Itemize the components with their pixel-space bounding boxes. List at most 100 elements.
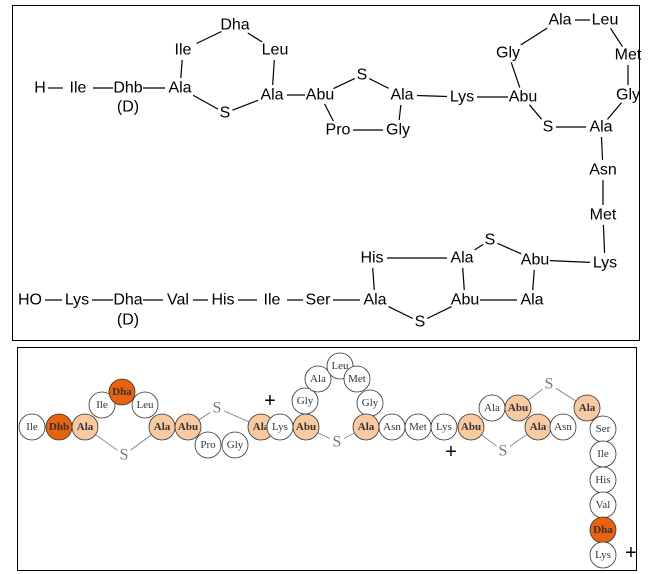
bond-line <box>602 224 606 254</box>
residue-label: Ala <box>450 250 473 267</box>
residue-bead <box>108 378 136 406</box>
bond-line <box>600 136 604 161</box>
bond-line <box>474 243 484 251</box>
bead-label: Ser <box>596 423 611 435</box>
bead-label: Gly <box>297 395 314 407</box>
bond-line <box>520 27 548 46</box>
bead-label: Abu <box>461 421 481 433</box>
residue-bead <box>131 391 159 419</box>
bead-label: Abu <box>178 421 198 433</box>
bead-label: Gly <box>227 439 244 451</box>
residue-label: Gly <box>616 87 640 104</box>
residue-label: Asn <box>589 162 617 179</box>
residue-bead <box>221 431 249 459</box>
residue-bead <box>504 394 532 422</box>
bead-label: Dha <box>593 524 613 536</box>
residue-label: (D) <box>117 99 139 116</box>
bead-label: Ala <box>154 421 171 433</box>
residue-bead <box>304 365 332 393</box>
residue-label: Val <box>167 292 189 309</box>
residue-label: Lys <box>593 255 617 272</box>
residue-label: Dhb <box>113 80 142 97</box>
bond-line <box>333 77 356 90</box>
residue-label: Gly <box>386 122 410 139</box>
residue-bead <box>174 413 202 441</box>
residue-label: Ile <box>264 292 281 309</box>
bead-label: Ala <box>77 421 94 433</box>
bond-line <box>272 59 275 86</box>
bond-line <box>232 99 259 111</box>
residue-label: Gly <box>496 45 520 62</box>
sulfur-label: S <box>499 443 508 460</box>
residue-label: Ala <box>363 292 386 309</box>
sulfur-label: S <box>120 447 129 464</box>
residue-label: Abu <box>509 89 537 106</box>
bead-label: Ile <box>96 399 108 411</box>
bead-label: Leu <box>136 399 154 411</box>
residue-label: S <box>220 105 231 122</box>
residue-bead <box>589 541 617 569</box>
residue-label: S <box>485 232 496 249</box>
bead-label: Lys <box>272 421 288 433</box>
positive-charge-label: + <box>445 441 457 463</box>
residue-label: Abu <box>306 87 334 104</box>
residue-label: His <box>211 292 234 309</box>
bead-label: Asn <box>554 421 572 433</box>
residue-label: (D) <box>117 312 139 329</box>
bead-label: Val <box>596 499 611 511</box>
residue-label: S <box>357 67 368 84</box>
residue-label: Dha <box>220 17 249 34</box>
sulfur-label: S <box>333 434 342 451</box>
residue-label: His <box>360 250 383 267</box>
residue-bead <box>291 387 319 415</box>
residue-bead <box>457 413 485 441</box>
residue-label: Ser <box>306 292 332 309</box>
bond-line <box>426 306 452 320</box>
sulfur-label: S <box>213 400 222 417</box>
bead-model-frame <box>17 347 637 571</box>
structural-formula-frame <box>12 5 640 341</box>
bead-label: Lys <box>595 549 611 561</box>
sulfur-label: S <box>545 376 554 393</box>
residue-label: S <box>415 314 426 331</box>
bead-label: Dhb <box>49 421 69 433</box>
bond-line <box>549 260 591 263</box>
bead-label: Dha <box>112 386 132 398</box>
residue-label: Ala <box>260 87 283 104</box>
bead-label: Ala <box>310 373 326 385</box>
residue-label: Met <box>615 47 642 64</box>
residue-bead <box>71 413 99 441</box>
residue-bead <box>18 413 46 441</box>
residue-label: Leu <box>592 12 619 29</box>
bead-label: Pro <box>200 439 216 451</box>
bond-line <box>388 306 414 320</box>
residue-label: Pro <box>326 122 351 139</box>
residue-label: Ala <box>168 80 191 97</box>
residue-label: Ala <box>520 292 543 309</box>
bond-line <box>532 269 535 291</box>
bead-label: Ile <box>597 448 609 460</box>
residue-label: Ala <box>390 87 413 104</box>
bead-label: Asn <box>383 421 401 433</box>
residue-label: HO <box>18 292 42 309</box>
bead-label: Ile <box>26 421 38 433</box>
bead-label: Ala <box>484 402 500 414</box>
residue-label: Ile <box>70 80 87 97</box>
residue-label: S <box>543 119 554 136</box>
bond-line <box>510 62 521 88</box>
bond-line <box>196 30 222 45</box>
bond-line <box>416 94 448 98</box>
bond-line <box>462 267 465 291</box>
residue-label: Abu <box>521 252 549 269</box>
bond-line <box>528 104 543 120</box>
bond-line <box>398 104 402 121</box>
bead-label: Leu <box>331 360 349 372</box>
residue-label: Leu <box>262 42 289 59</box>
residue-bead <box>88 391 116 419</box>
residue-label: Ile <box>175 42 192 59</box>
residue-bead <box>194 431 222 459</box>
residue-label: Ala <box>548 12 571 29</box>
residue-bead <box>430 413 458 441</box>
